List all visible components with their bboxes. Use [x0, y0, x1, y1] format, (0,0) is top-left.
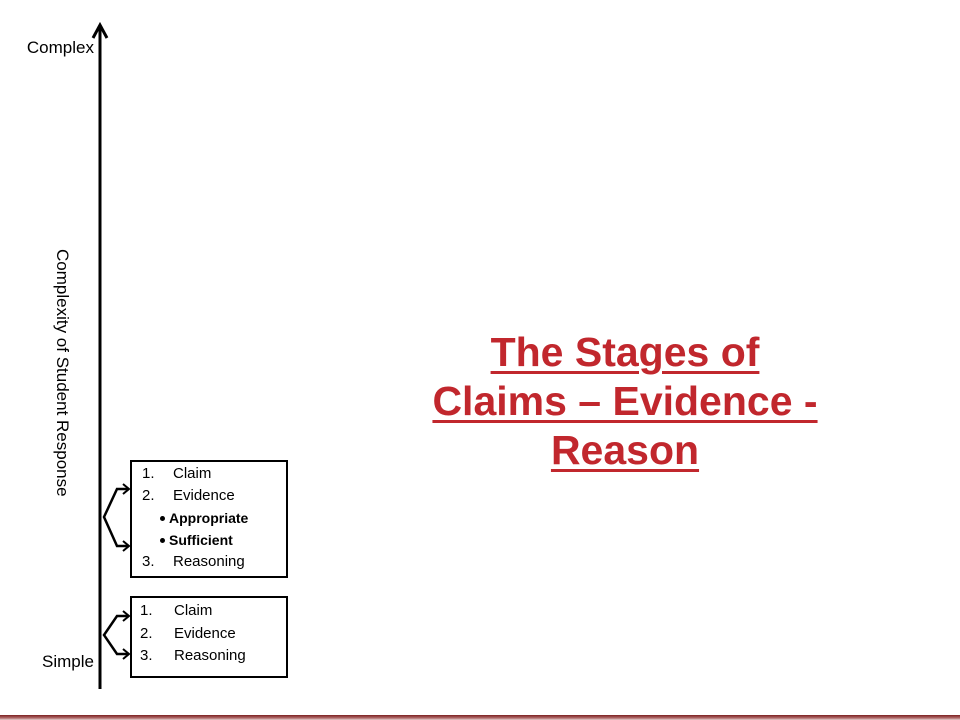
stage-connector-upper [102, 483, 131, 552]
list-item: 2. Evidence [132, 623, 286, 646]
bullet-icon [160, 516, 165, 521]
connector-arrowhead-icon [122, 540, 131, 552]
list-item: 2. Evidence [132, 485, 286, 507]
item-number: 3. [142, 553, 155, 570]
footer-bar [0, 715, 960, 720]
item-label: Claim [173, 465, 212, 482]
bullet-icon [160, 538, 165, 543]
list-item: 3. Reasoning [132, 645, 286, 668]
item-label: Sufficient [169, 532, 233, 548]
item-number: 1. [140, 602, 153, 619]
item-label: Appropriate [169, 510, 249, 526]
stage-connector-lower [102, 610, 131, 660]
stage-box-basic: 1. Claim 2. Evidence 3. Reasoning [130, 596, 288, 678]
title-line: Reason [550, 427, 700, 473]
sub-list-item: Sufficient [132, 529, 286, 551]
axis-arrowhead-icon [91, 21, 109, 39]
item-label: Evidence [173, 487, 235, 504]
axis-top-label: Complex [26, 38, 94, 57]
item-number: 2. [142, 487, 155, 504]
item-number: 3. [140, 647, 153, 664]
axis-bottom-label: Simple [42, 652, 94, 671]
connector-arrowhead-icon [122, 648, 131, 660]
connector-arrowhead-icon [122, 610, 131, 622]
item-number: 2. [140, 624, 153, 642]
axis-title: Complexity of Student Response [53, 249, 72, 497]
sub-list-item: Appropriate [132, 507, 286, 529]
item-label: Claim [174, 602, 213, 619]
list-item: 1. Claim [132, 463, 286, 485]
stage-box-advanced: 1. Claim 2. Evidence Appropriate Suffici… [130, 460, 288, 578]
connector-arrowhead-icon [122, 483, 131, 495]
list-item: 3. Reasoning [132, 551, 286, 573]
item-label: Evidence [174, 624, 236, 642]
slide-title: The Stages of Claims – Evidence - Reason [400, 328, 850, 475]
item-label: Reasoning [173, 553, 245, 570]
list-item: 1. Claim [132, 600, 286, 623]
item-label: Reasoning [174, 647, 246, 664]
title-line: The Stages of [490, 329, 760, 375]
title-line: Claims – Evidence - [432, 378, 818, 424]
item-number: 1. [142, 465, 155, 482]
